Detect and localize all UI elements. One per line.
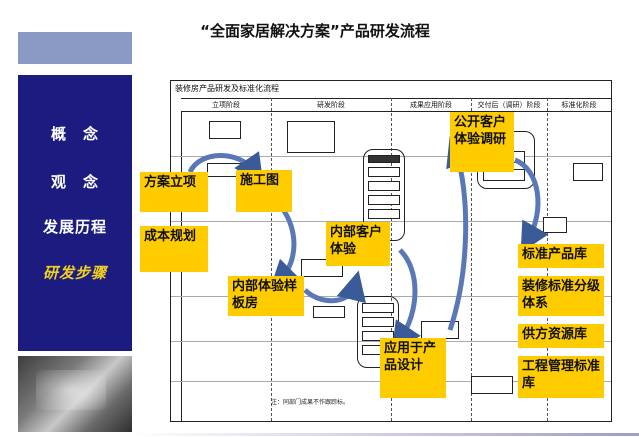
flow-arrow bbox=[305, 285, 355, 301]
callout-internal-customer-experience: 内部客户体验 bbox=[326, 222, 390, 266]
callout-construction-drawing: 施工图 bbox=[236, 170, 292, 212]
callout-project-management-library: 工程管理标准库 bbox=[518, 356, 604, 398]
callout-standard-product-library: 标准产品库 bbox=[518, 244, 604, 268]
flow-arrow bbox=[400, 250, 415, 340]
callout-apply-to-design: 应用于产品设计 bbox=[380, 338, 446, 398]
callout-internal-prototype: 内部体验样板房 bbox=[228, 276, 304, 316]
flow-arrow bbox=[450, 150, 466, 330]
callout-public-customer-research: 公开客户体验调研 bbox=[450, 112, 514, 172]
callout-cost-planning: 成本规划 bbox=[140, 226, 208, 272]
flow-arrow bbox=[515, 160, 538, 240]
callout-project-approval: 方案立项 bbox=[140, 172, 208, 212]
callout-decoration-standard-system: 装修标准分级体系 bbox=[518, 276, 604, 316]
callout-supplier-library: 供方资源库 bbox=[518, 324, 604, 348]
